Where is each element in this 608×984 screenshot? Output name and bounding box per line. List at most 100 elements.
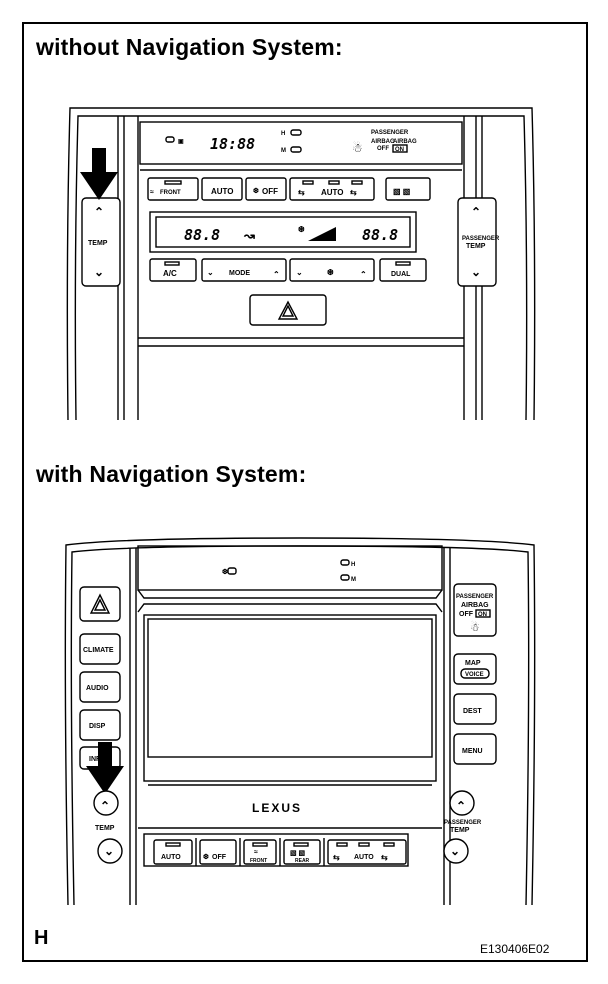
svg-text:H: H: [351, 562, 355, 568]
svg-text:FRONT: FRONT: [160, 190, 181, 196]
svg-text:VOICE: VOICE: [465, 672, 484, 678]
pointer-arrow-bottom: [86, 742, 124, 794]
svg-text:▣: ▣: [178, 139, 184, 145]
svg-text:AUTO: AUTO: [321, 188, 344, 197]
svg-text:AIRBAG: AIRBAG: [393, 139, 417, 145]
disp-button[interactable]: [79, 709, 121, 741]
svg-text:PASSENGER: PASSENGER: [462, 236, 500, 242]
fan-speed-button[interactable]: [289, 258, 375, 282]
svg-text:⌄: ⌄: [296, 268, 303, 277]
svg-text:M: M: [351, 577, 356, 583]
svg-text:⇆: ⇆: [350, 188, 357, 197]
top-clock-display: ▣ 18:88 H M: [165, 129, 302, 154]
figure-code: E130406E02: [480, 942, 550, 956]
svg-text:A/C: A/C: [163, 269, 177, 278]
svg-text:DUAL: DUAL: [391, 271, 411, 278]
svg-text:AUTO: AUTO: [211, 187, 234, 196]
top-right-temp-rocker[interactable]: ⌃ PASSENGER TEMP ⌄: [457, 197, 500, 287]
audio-button[interactable]: [79, 671, 121, 703]
off-button[interactable]: [245, 177, 287, 201]
auto-button[interactable]: [201, 177, 243, 201]
svg-text:⌃: ⌃: [471, 205, 481, 219]
svg-text:↝: ↝: [243, 228, 255, 243]
svg-text:▧ ▧: ▧ ▧: [393, 187, 410, 196]
svg-text:⌄: ⌄: [471, 265, 481, 279]
top-temperature-display: 88.8 ↝ ❆ 88.8: [149, 211, 417, 253]
right-temp-readout: 88.8: [362, 226, 398, 244]
svg-text:OFF: OFF: [377, 146, 389, 152]
svg-text:TEMP: TEMP: [466, 243, 486, 250]
mode-button[interactable]: [201, 258, 287, 282]
svg-text:FRONT: FRONT: [250, 858, 267, 864]
bottom-navigation-panel: [64, 537, 536, 906]
bottom-left-temp-control[interactable]: ⌃ TEMP ⌄: [93, 790, 123, 864]
svg-text:ON: ON: [478, 612, 487, 618]
bottom-status-display: ❆ H M: [222, 559, 356, 583]
svg-text:TEMP: TEMP: [95, 825, 115, 832]
svg-text:MENU: MENU: [462, 748, 483, 755]
svg-text:⇆: ⇆: [333, 853, 340, 862]
top-left-temp-rocker[interactable]: ⌃ TEMP ⌄: [81, 197, 121, 287]
svg-text:OFF: OFF: [459, 611, 474, 618]
svg-text:▧ ▧: ▧ ▧: [290, 850, 306, 857]
svg-text:⌄: ⌄: [104, 844, 114, 858]
climate-button[interactable]: [79, 633, 121, 665]
auto-button-nav[interactable]: [153, 839, 193, 865]
svg-text:OFF: OFF: [262, 187, 278, 196]
svg-text:⌃: ⌃: [456, 799, 466, 813]
dual-button[interactable]: [379, 258, 427, 282]
rear-defrost-button-nav[interactable]: [283, 839, 321, 865]
top-airbag-indicator: PASSENGER ☃ AIRBAG OFF AIRBAG ON: [352, 130, 417, 155]
top-climate-panel: [66, 107, 536, 421]
hazard-button-nav[interactable]: [79, 586, 121, 622]
ac-button[interactable]: [149, 258, 197, 282]
brand-logo: LEXUS: [252, 801, 302, 815]
svg-text:❆: ❆: [327, 268, 334, 277]
bottom-climate-bar: AUTO ❆ OFF ≈ FRONT ▧ ▧ REAR ⇆ AUTO ⇆: [143, 833, 409, 867]
rear-defrost-button[interactable]: [385, 177, 431, 201]
svg-text:TEMP: TEMP: [450, 827, 470, 834]
svg-text:OFF: OFF: [212, 854, 227, 861]
figure-frame: [22, 22, 588, 962]
svg-text:H: H: [281, 131, 285, 137]
svg-text:❆: ❆: [298, 225, 305, 234]
off-button-nav[interactable]: [199, 839, 237, 865]
svg-text:≈: ≈: [254, 849, 258, 856]
svg-text:AIRBAG: AIRBAG: [371, 139, 395, 145]
front-defrost-button[interactable]: [147, 177, 199, 201]
front-defrost-button-nav[interactable]: [243, 839, 277, 865]
svg-text:⌃: ⌃: [360, 270, 367, 279]
svg-text:DISP: DISP: [89, 723, 106, 730]
svg-text:⌄: ⌄: [207, 268, 214, 277]
svg-text:MAP: MAP: [465, 660, 481, 667]
svg-text:❆: ❆: [203, 853, 209, 861]
heading-with-navigation: with Navigation System:: [36, 461, 307, 487]
svg-text:PASSENGER: PASSENGER: [456, 594, 494, 600]
svg-text:AUTO: AUTO: [161, 854, 181, 861]
left-temp-readout: 88.8: [184, 226, 220, 244]
svg-text:TEMP: TEMP: [88, 240, 108, 247]
menu-button[interactable]: [453, 733, 497, 765]
pointer-arrow-top: [80, 148, 118, 200]
passenger-label: PASSENGER: [371, 130, 409, 136]
svg-text:❆: ❆: [253, 187, 259, 195]
svg-text:DEST: DEST: [463, 708, 482, 715]
svg-text:⌄: ⌄: [450, 844, 460, 858]
heading-without-navigation: without Navigation System:: [36, 34, 343, 60]
svg-text:⌃: ⌃: [273, 270, 280, 279]
svg-text:MODE: MODE: [229, 270, 250, 277]
svg-text:ON: ON: [395, 147, 404, 153]
fan-speed-bar: [308, 227, 336, 241]
svg-text:⇆: ⇆: [381, 853, 388, 862]
temp-down-icon: ⌄: [94, 265, 104, 279]
svg-text:M: M: [281, 148, 286, 154]
bottom-right-temp-control[interactable]: ⌃ PASSENGER TEMP ⌄: [443, 790, 482, 864]
hazard-icon-nav: [89, 593, 111, 614]
dest-button[interactable]: [453, 693, 497, 725]
top-button-row: FRONT ≈ AUTO ❆ OFF ⇆ AUTO ⇆ ▧ ▧: [147, 177, 431, 201]
hazard-icon: [277, 300, 299, 320]
bottom-right-button-column: PASSENGER AIRBAG OFF ON ☃ MAP VOICE DEST…: [453, 583, 497, 765]
hazard-button[interactable]: [249, 294, 327, 326]
svg-text:❆: ❆: [222, 568, 228, 576]
